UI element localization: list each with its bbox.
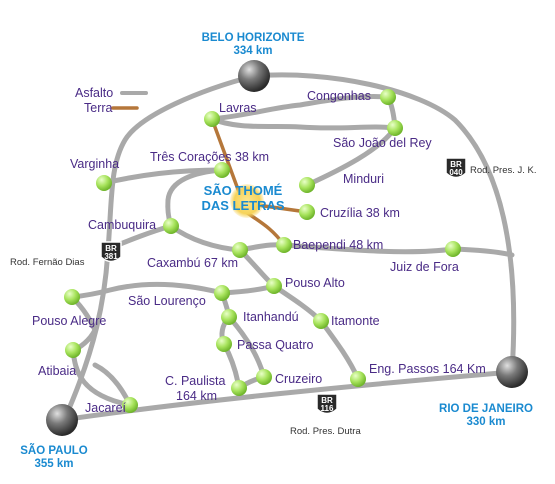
varginha-label: Varginha [70, 157, 119, 171]
sao-joao-dot[interactable] [387, 120, 403, 136]
minduri-dot[interactable] [299, 177, 315, 193]
itamonte-dot[interactable] [313, 313, 329, 329]
cruzeiro-label: Cruzeiro [275, 372, 322, 386]
br381-name: Rod. Fernão Dias [10, 257, 85, 268]
sao-joao-label: São João del Rey [333, 136, 432, 150]
caxambu-dot[interactable] [232, 242, 248, 258]
eng-passos-dot[interactable] [350, 371, 366, 387]
c-paulista-label-1: C. Paulista [165, 374, 225, 388]
sp-name: SÃO PAULO [20, 444, 88, 457]
br040-shield-line1: BR [450, 160, 462, 169]
road-slourenco-west [69, 281, 225, 300]
juiz-de-fora-dot[interactable] [445, 241, 461, 257]
caxambu-label: Caxambú 67 km [147, 256, 238, 270]
road-bh-loop-north [251, 72, 517, 375]
baependi-label: Baependi 48 km [293, 238, 383, 252]
cruzilia-dot[interactable] [299, 204, 315, 220]
sao-thome-marker [230, 184, 264, 218]
br381-shield-line1: BR [105, 244, 117, 253]
sp-distance: 355 km [34, 458, 73, 470]
lavras-dot[interactable] [204, 111, 220, 127]
cruzeiro-dot[interactable] [256, 369, 272, 385]
road-jdf-east [450, 246, 515, 258]
earth-roads [210, 117, 309, 247]
passa-quatro-dot[interactable] [216, 336, 232, 352]
road-sp-rj-dutra [59, 369, 515, 423]
cambuquira-dot[interactable] [163, 218, 179, 234]
pouso-alto-dot[interactable] [266, 278, 282, 294]
passa-quatro-label: Passa Quatro [237, 338, 313, 352]
lavras-label: Lavras [219, 101, 257, 115]
road-lavras-sjdr [209, 116, 398, 131]
c-paulista-label-2: 164 km [176, 389, 217, 403]
pouso-alegre-label: Pouso Alegre [32, 314, 106, 328]
br040-shield-line2: 040 [449, 168, 463, 177]
legend-asphalt-label: Asfalto [75, 86, 113, 100]
itamonte-label: Itamonte [331, 314, 380, 328]
city-dots [64, 89, 461, 413]
br116-shield-line2: 116 [321, 404, 334, 413]
sao-thome-line2: DAS LETRAS [201, 198, 284, 213]
br116-shield-line1: BR [321, 396, 333, 405]
juiz-de-fora-label: Juiz de Fora [390, 260, 459, 274]
jacarei-label: Jacareí [85, 401, 127, 415]
road-sjdr-minduri [304, 125, 398, 188]
minduri-label: Minduri [343, 172, 384, 186]
bh-marker[interactable] [238, 60, 270, 92]
rj-marker[interactable] [496, 356, 528, 388]
road-atibaia-sp [70, 347, 133, 408]
road-itamonte-eng [318, 318, 361, 382]
road-lavras-congonhas [209, 94, 391, 122]
tres-coracoes-label: Três Corações 38 km [150, 150, 269, 164]
br381-shield-line2: 381 [104, 252, 118, 261]
br040-shield: BR 040 [445, 157, 467, 179]
congonhas-dot[interactable] [380, 89, 396, 105]
jacarei-dot[interactable] [122, 397, 138, 413]
legend: Asfalto Terra [75, 86, 148, 115]
br040-name: Rod. Pres. J. K. [470, 165, 537, 176]
br116-shield: BR 116 [316, 393, 338, 415]
baependi-dot[interactable] [276, 237, 292, 253]
bh-distance: 334 km [233, 45, 272, 57]
cruzilia-label: Cruzília 38 km [320, 206, 400, 220]
eng-passos-label: Eng. Passos 164 Km [369, 362, 486, 376]
bh-name: BELO HORIZONTE [202, 32, 305, 44]
pouso-alegre-dot[interactable] [64, 289, 80, 305]
road-stl-caxambu [168, 223, 243, 253]
road-baependi-jdf [281, 242, 456, 255]
sao-thome-line1: SÃO THOMÉ [204, 183, 283, 198]
c-paulista-dot[interactable] [231, 380, 247, 396]
congonhas-label: Congonhas [307, 89, 371, 103]
rj-name: RIO DE JANEIRO [439, 403, 533, 415]
varginha-dot[interactable] [96, 175, 112, 191]
legend-earth-label: Terra [84, 101, 113, 115]
atibaia-dot[interactable] [65, 342, 81, 358]
sao-lourenco-label: São Lourenço [128, 294, 206, 308]
sp-marker[interactable] [46, 404, 78, 436]
itanhandu-dot[interactable] [221, 309, 237, 325]
br116-name: Rod. Pres. Dutra [290, 426, 361, 437]
itanhandu-label: Itanhandú [243, 310, 299, 324]
rj-distance: 330 km [466, 416, 505, 428]
sao-lourenco-dot[interactable] [214, 285, 230, 301]
pouso-alto-label: Pouso Alto [285, 276, 345, 290]
atibaia-label: Atibaia [38, 364, 76, 378]
cambuquira-label: Cambuquira [88, 218, 156, 232]
tres-coracoes-dot[interactable] [214, 162, 230, 178]
br381-shield: BR 381 [100, 241, 122, 263]
